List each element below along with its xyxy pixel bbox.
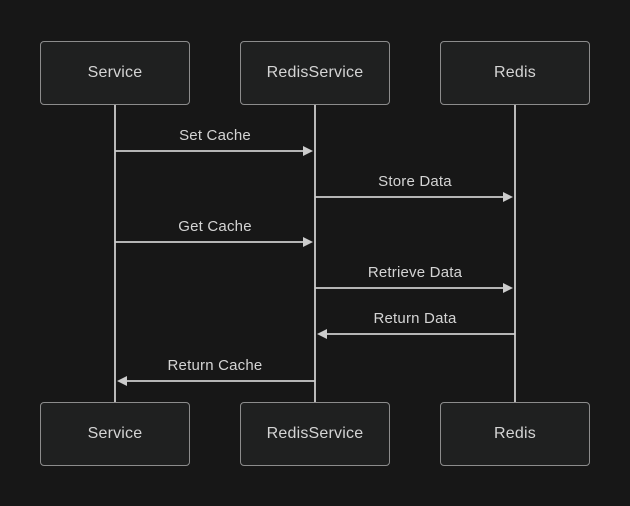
actor-label: Service [87,425,143,442]
actor-box-top-redis-service: RedisService [240,41,390,105]
actor-box-bottom-redis-service: RedisService [240,402,390,466]
arrowhead-right-icon [503,192,513,202]
arrowhead-right-icon [303,237,313,247]
message-label: Return Data [373,310,457,327]
message-label: Set Cache [179,127,251,144]
actor-label: RedisService [266,425,364,442]
message-label: Store Data [378,173,452,190]
actor-box-bottom-redis: Redis [440,402,590,466]
actor-label: Redis [494,425,536,442]
actor-label: Redis [494,64,536,81]
arrowhead-right-icon [303,146,313,156]
arrowhead-left-icon [317,329,327,339]
actor-box-top-redis: Redis [440,41,590,105]
actor-label: RedisService [266,64,364,81]
message-label: Retrieve Data [367,264,463,281]
arrowhead-left-icon [117,376,127,386]
arrowhead-right-icon [503,283,513,293]
actor-box-top-service: Service [40,41,190,105]
actor-label: Service [87,64,143,81]
actor-box-bottom-service: Service [40,402,190,466]
message-label: Get Cache [178,218,252,235]
message-label: Return Cache [167,357,263,374]
